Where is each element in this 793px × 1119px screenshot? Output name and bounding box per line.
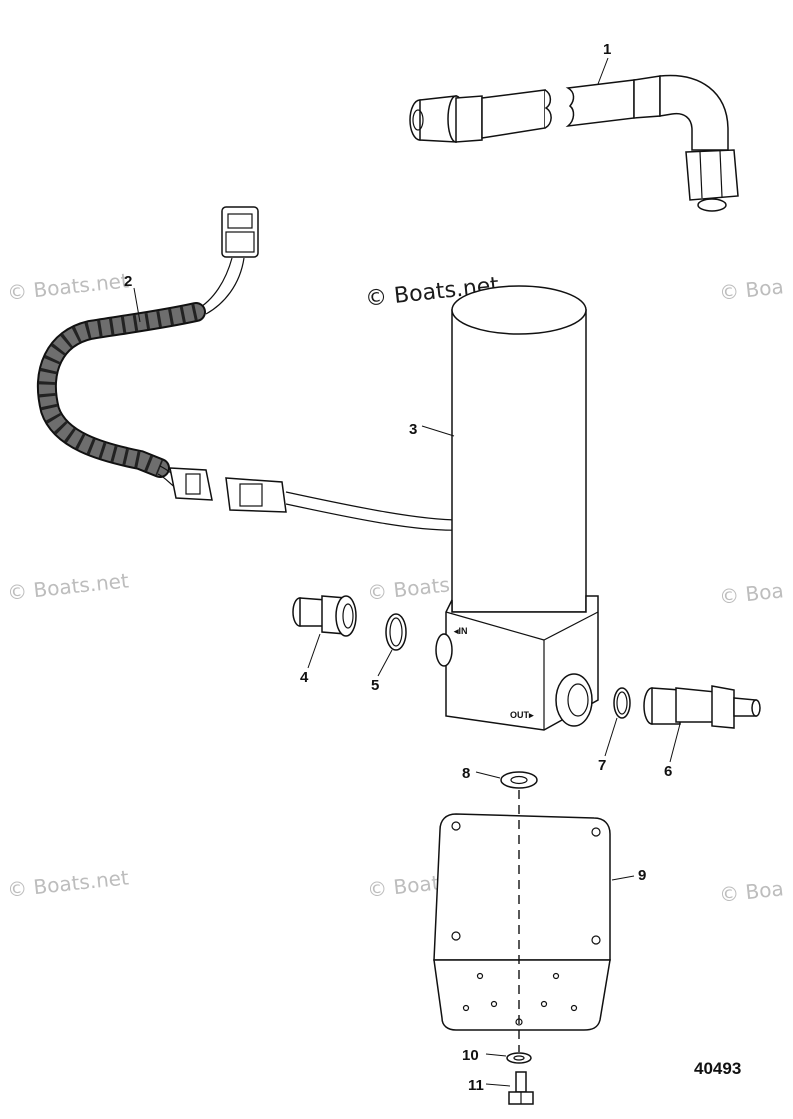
callout-6: 6 bbox=[664, 763, 672, 780]
diagram-reference-number: 40493 bbox=[694, 1059, 741, 1078]
in-port-label: ◂IN bbox=[453, 626, 468, 636]
callout-numbers: 1 2 3 4 5 6 7 8 9 10 11 bbox=[124, 41, 672, 1094]
callout-4: 4 bbox=[300, 669, 309, 686]
callout-8: 8 bbox=[462, 765, 470, 782]
wire-harness bbox=[36, 206, 509, 531]
bolt bbox=[508, 1071, 534, 1105]
watermark-text: © Boa bbox=[718, 876, 785, 907]
callout-11: 11 bbox=[468, 1077, 484, 1094]
o-ring bbox=[385, 613, 407, 651]
callout-2: 2 bbox=[124, 273, 132, 290]
mounting-bracket bbox=[433, 790, 611, 1052]
watermark-text: © Boa bbox=[718, 578, 785, 609]
watermark-text: © Boats.net bbox=[6, 865, 130, 902]
watermark-text: © Boats.net bbox=[6, 568, 130, 605]
washer-top bbox=[500, 771, 538, 789]
watermark-text: © Boa bbox=[718, 274, 785, 305]
callout-3: 3 bbox=[409, 421, 417, 438]
callout-5: 5 bbox=[371, 677, 379, 694]
callout-9: 9 bbox=[638, 867, 646, 884]
solenoid-valve: ◂IN OUT▸ bbox=[435, 285, 599, 731]
callout-7: 7 bbox=[598, 757, 606, 774]
hose-assembly bbox=[409, 74, 739, 212]
inlet-fitting bbox=[292, 595, 357, 637]
washer-bottom bbox=[506, 1052, 532, 1064]
callout-1: 1 bbox=[603, 41, 611, 58]
callout-10: 10 bbox=[462, 1047, 479, 1064]
watermark-text: © Boats.net bbox=[6, 268, 130, 305]
leader-lines bbox=[133, 57, 681, 1087]
out-port-label: OUT▸ bbox=[510, 710, 534, 720]
watermarks: © Boats.net © Boa © Boats.net © Boats.ne… bbox=[6, 268, 785, 907]
outlet-fitting bbox=[643, 685, 761, 729]
